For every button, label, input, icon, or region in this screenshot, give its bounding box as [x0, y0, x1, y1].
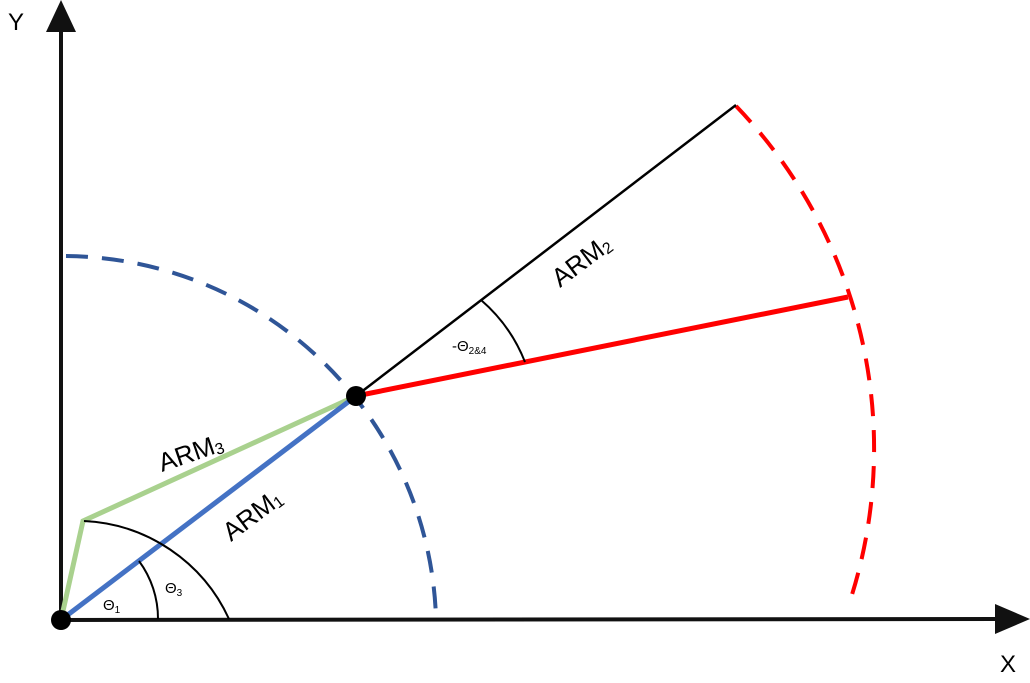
arm2-label: ARM2: [546, 229, 617, 293]
base-joint: [51, 610, 71, 630]
theta3-label: Θ3: [165, 580, 183, 599]
theta3-angle-arc: [83, 520, 230, 620]
y-axis-label: Y: [8, 9, 24, 36]
elbow-joint: [346, 386, 366, 406]
x-axis-label: X: [1000, 651, 1016, 678]
arm2-line: [355, 104, 737, 397]
theta1-angle-arc: [138, 560, 160, 620]
rotated-arm2-line: [355, 294, 849, 399]
theta1-label: Θ1: [103, 597, 121, 616]
x-axis-arrowhead: [995, 604, 1030, 634]
theta24-angle-arc: [480, 299, 526, 363]
y-axis-arrowhead: [46, 0, 76, 32]
theta24-label: -Θ2&4: [452, 338, 487, 357]
arm1-line: [59, 394, 358, 622]
arm3-line: [58, 393, 358, 621]
x-axis: [60, 617, 996, 622]
end-effector-reach-arc: [734, 104, 877, 608]
arm1-reach-arc: [65, 254, 438, 619]
